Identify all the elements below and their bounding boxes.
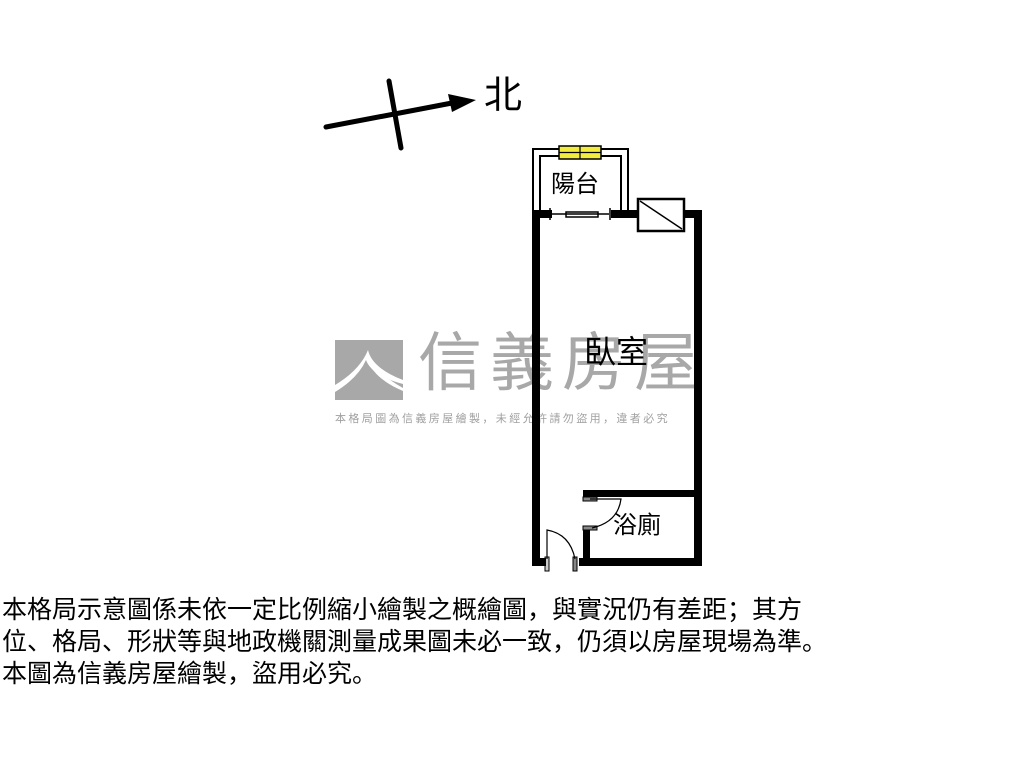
bathroom-door [582, 496, 622, 531]
disclaimer-text: 本格局示意圖係未依一定比例縮小繪製之概繪圖，與實況仍有差距；其方 位、格局、形狀… [2, 594, 1024, 690]
room-label-bathroom: 浴廁 [613, 511, 661, 539]
balcony-sliding-door [549, 208, 611, 220]
disclaimer-line: 本格局示意圖係未依一定比例縮小繪製之概繪圖，與實況仍有差距；其方 [2, 595, 803, 624]
ac-unit-icon [636, 197, 686, 233]
north-arrow-icon [323, 78, 476, 151]
disclaimer-line: 位、格局、形狀等與地政機關測量成果圖未必一致，仍須以房屋現場為準。 [2, 627, 828, 656]
watermark-brand: 信義房屋 [418, 327, 706, 401]
room-label-balcony: 陽台 [551, 170, 599, 198]
room-label-bedroom: 臥室 [584, 333, 649, 371]
balcony-window [558, 145, 602, 160]
entry-door [540, 529, 578, 572]
walls [532, 210, 702, 566]
watermark-notice: 本格局圖為信義房屋繪製，未經允許請勿盜用，違者必究 [335, 412, 670, 425]
disclaimer-line: 本圖為信義房屋繪製，盜用必究。 [2, 659, 378, 688]
north-label: 北 [484, 73, 523, 117]
